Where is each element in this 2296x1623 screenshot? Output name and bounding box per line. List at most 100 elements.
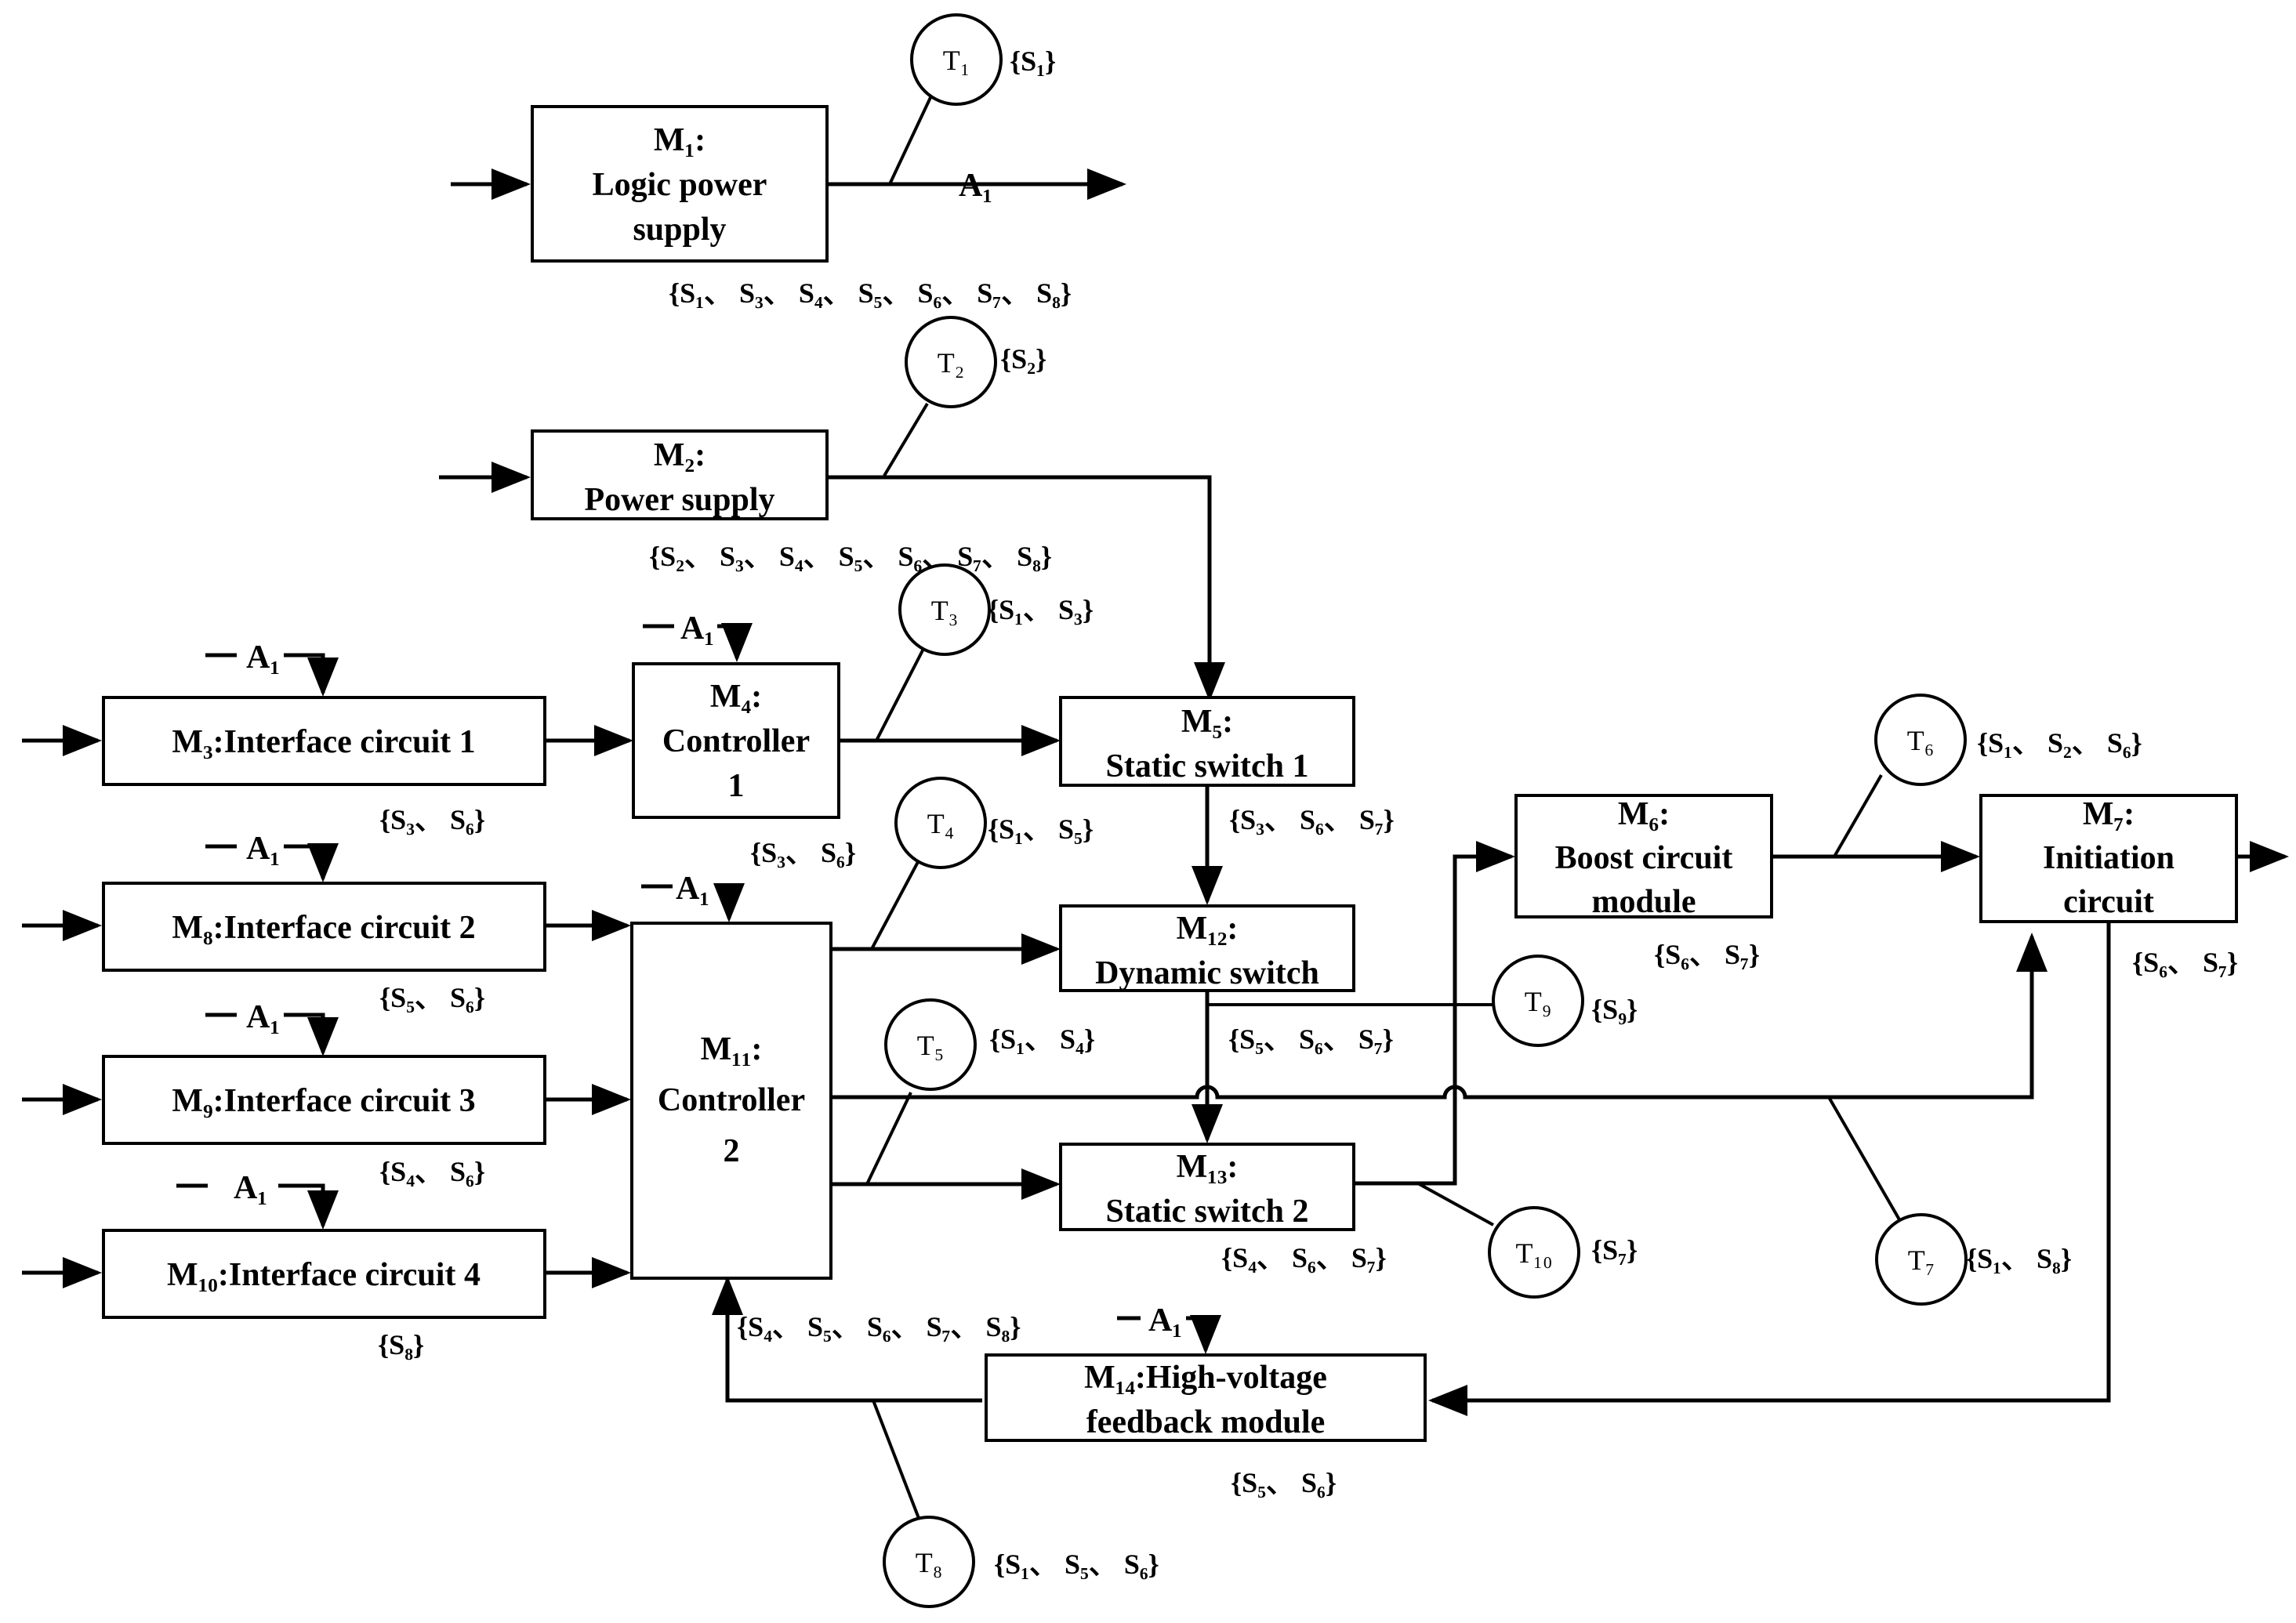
module-title: supply <box>633 212 726 248</box>
test-point-t3: T₃ <box>898 563 991 656</box>
a1-input-m4: A₁ <box>643 610 753 662</box>
a1-input-m9: A₁ <box>205 999 339 1056</box>
module-title: circuit <box>2063 884 2154 920</box>
a1-label: A₁ <box>246 831 280 867</box>
module-title: feedback module <box>1086 1404 1326 1440</box>
test-point-circle <box>1492 955 1584 1047</box>
a1-inputs: A₁ A₁ A₁ A₁ A₁ A₁ A₁ <box>176 168 1221 1354</box>
test-point-label: T₃ <box>931 595 959 626</box>
t10-fault-set: {S₇} <box>1591 1234 1638 1266</box>
a1-label: A₁ <box>246 999 280 1035</box>
t6-fault-set: {S₁、 S₂、 S₆} <box>1977 727 2142 759</box>
test-point-circle <box>1488 1206 1580 1299</box>
t5-fault-set: {S₁、 S₄} <box>989 1023 1095 1055</box>
module-title: 1 <box>728 768 745 804</box>
module-m12: M₁₂: Dynamic switch <box>1059 904 1355 992</box>
test-point-label: T₂ <box>938 347 965 379</box>
t3-fault-set: {S₁、 S₃} <box>988 594 1094 625</box>
m9-fault-set: {S₄、 S₆} <box>379 1156 485 1187</box>
m2-fault-set: {S₂、 S₃、 S₄、 S₅、 S₆、 S₇、 S₈} <box>649 541 1052 572</box>
m5-fault-set: {S₃、 S₆、 S₇} <box>1229 804 1395 835</box>
m6-fault-set: {S₆、 S₇} <box>1654 939 1760 970</box>
module-m10: M₁₀:Interface circuit 4 <box>102 1229 546 1319</box>
module-m7: M₇: Initiation circuit <box>1979 794 2238 923</box>
test-point-circle <box>910 13 1003 106</box>
module-title: Logic power <box>593 167 767 203</box>
a1-label: A₁ <box>680 610 714 647</box>
m11-fault-set: {S₄、 S₅、 S₆、 S₇、 S₈} <box>737 1311 1021 1342</box>
module-title: module <box>1591 884 1696 920</box>
m13-fault-set: {S₄、 S₆、 S₇} <box>1221 1242 1387 1273</box>
test-point-t2: T₂ <box>905 316 997 408</box>
m2-to-m5-wire <box>827 475 1225 701</box>
test-point-t5: T₅ <box>884 998 977 1091</box>
test-point-circle <box>883 1516 975 1608</box>
test-point-circle <box>905 316 997 408</box>
test-point-circle <box>1875 1213 1968 1306</box>
module-title: Controller <box>658 1082 805 1118</box>
module-title: M₁₂: <box>1177 911 1239 947</box>
module-title: M₈:Interface circuit 2 <box>172 910 475 946</box>
module-title: Controller <box>662 723 810 759</box>
test-point-t6: T₆ <box>1874 694 1967 786</box>
a1-label: A₁ <box>676 871 709 907</box>
test-point-lines <box>865 92 1902 1525</box>
a1-label: A₁ <box>234 1170 267 1206</box>
module-m14: M₁₄:High-voltage feedback module <box>985 1353 1427 1442</box>
t4-fault-set: {S₁、 S₅} <box>988 813 1094 845</box>
test-point-t1: T₁ <box>910 13 1003 106</box>
module-m9: M₉:Interface circuit 3 <box>102 1055 546 1145</box>
m13-to-m6-wire <box>1354 841 1515 1186</box>
module-title: M₁₁: <box>701 1031 763 1067</box>
test-point-t10: T₁₀ <box>1488 1206 1580 1299</box>
connection-wires <box>22 168 2289 1416</box>
m7-to-m14-wire <box>1428 910 2111 1416</box>
module-title: M₄: <box>710 679 762 715</box>
module-m2: M₂: Power supply <box>531 429 829 520</box>
a1-input-m3: A₁ <box>205 639 339 697</box>
module-title: M₁₄:High-voltage <box>1084 1360 1327 1396</box>
module-title: Power supply <box>584 482 774 518</box>
m14-fault-set: {S₅、 S₆} <box>1231 1467 1337 1498</box>
m3-fault-set: {S₃、 S₆} <box>379 804 485 835</box>
module-m11: M₁₁: Controller 2 <box>630 922 832 1280</box>
test-point-circle <box>1874 694 1967 786</box>
module-title: Dynamic switch <box>1095 955 1319 991</box>
test-point-circle <box>898 563 991 656</box>
m12-fault-set: {S₅、 S₆、 S₇} <box>1228 1023 1394 1055</box>
module-m4: M₄: Controller 1 <box>632 662 840 819</box>
m8-fault-set: {S₅、 S₆} <box>379 982 485 1013</box>
m7-fault-set: {S₆、 S₇} <box>2132 947 2238 978</box>
module-m3: M₃:Interface circuit 1 <box>102 696 546 786</box>
module-title: M₅: <box>1181 704 1233 740</box>
t2-fault-set: {S₂} <box>1000 343 1046 375</box>
m10-fault-set: {S₈} <box>378 1329 424 1360</box>
test-point-label: T₅ <box>917 1030 945 1061</box>
module-title: M₃:Interface circuit 1 <box>172 724 475 760</box>
a1-input-m10: A₁ <box>176 1170 339 1230</box>
module-m1: M₁: Logic power supply <box>531 105 829 263</box>
t8-fault-set: {S₁、 S₅、 S₆} <box>994 1549 1159 1580</box>
a1-label: A₁ <box>246 639 280 676</box>
module-m5: M₅: Static switch 1 <box>1059 696 1355 787</box>
module-title: Static switch 1 <box>1106 748 1309 784</box>
m11-to-m7-wire <box>831 933 2048 1100</box>
test-point-label: T₇ <box>1908 1244 1935 1276</box>
test-point-label: T₈ <box>916 1547 943 1578</box>
module-title: Static switch 2 <box>1106 1194 1309 1230</box>
module-title: M₇: <box>2083 796 2135 832</box>
test-point-label: T₆ <box>1907 725 1935 756</box>
module-title: M₉:Interface circuit 3 <box>172 1083 475 1119</box>
test-point-t8: T₈ <box>883 1516 975 1608</box>
module-title: M₁₀:Interface circuit 4 <box>167 1257 481 1293</box>
m14-to-m11-wire <box>712 1276 982 1403</box>
test-point-t4: T₄ <box>894 777 987 869</box>
test-point-t7: T₇ <box>1875 1213 1968 1306</box>
test-point-label: T₁₀ <box>1515 1237 1552 1269</box>
a1-label: A₁ <box>1148 1302 1182 1339</box>
test-point-t9: T₉ <box>1492 955 1584 1047</box>
t7-fault-set: {S₁、 S₈} <box>1966 1243 2072 1274</box>
t1-fault-set: {S₁} <box>1010 45 1056 77</box>
module-title: Initiation <box>2043 840 2174 876</box>
